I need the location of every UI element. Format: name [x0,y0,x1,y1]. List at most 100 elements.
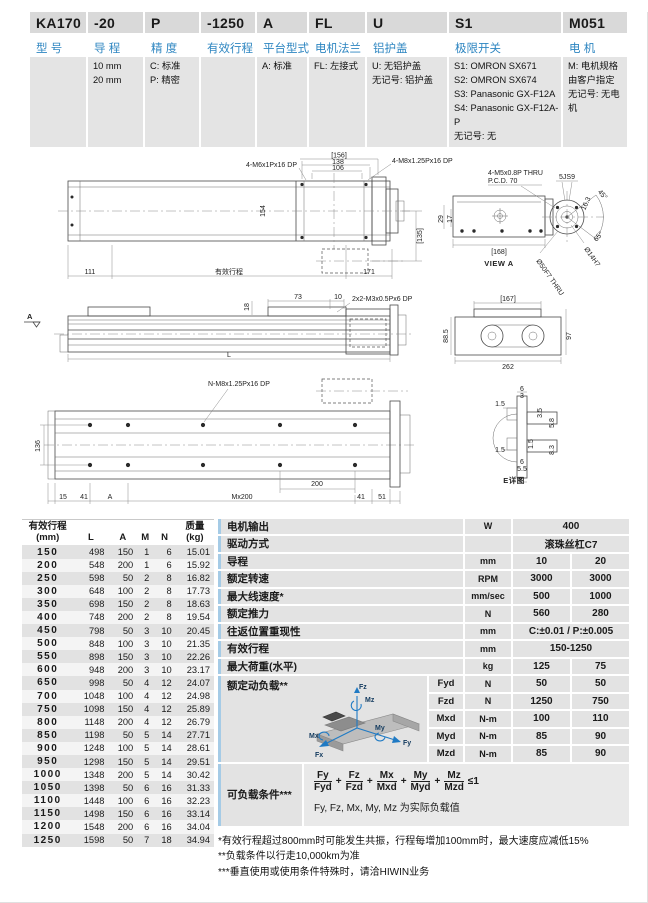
stroke-table-cell: 100 [108,794,138,808]
model-code: -20 [88,12,143,33]
dim-label: [135] [417,228,424,244]
angle-label: 65° [592,230,605,243]
dim-label: 8.3 [549,445,556,455]
spec-value-lead10: 125 [513,658,570,675]
stroke-table-cell: 1 [137,558,154,572]
thread-callout: N-M8x1.25Px16 DP [208,381,270,388]
stroke-table-cell: 32.23 [175,794,214,808]
stroke-table-cell: 16 [153,820,176,834]
model-field-label: 导 程 [94,43,121,55]
angle-label: 45° [596,188,609,201]
spec-value-lead10: 560 [513,606,570,622]
fraction-numerator: Fz [345,770,363,783]
fraction-numerator: My [410,770,431,783]
key-callout: 5JS9 [559,174,575,181]
spec-value-lead20: 3000 [572,571,629,587]
stroke-table-cell: 3 [137,637,154,651]
model-option: P: 精密 [150,74,180,85]
stroke-table-cell: 10 [153,663,176,677]
model-option: FL: 左接式 [314,61,358,71]
detail-caption: E详图 [503,475,525,485]
stroke-table-cell: 50 [108,781,138,795]
footnote-line: **负载条件以行走10,000km为准 [218,851,360,863]
view-a-drawing: 5JS9 4-M5x0.8P THRU P.C.D. 70 29 17 [168… [438,170,609,297]
stroke-table-cell: 34.94 [175,833,214,847]
bore-callout: Ø50F7 THRU [534,258,564,297]
spec-label: 驱动方式 [218,536,463,552]
stroke-table-cell: 18 [153,833,176,847]
stroke-table-cell: 750 [22,702,74,716]
stroke-table-cell: 16 [153,781,176,795]
load-unit: N [465,693,511,710]
model-option: S2: OMRON SX674 [454,74,537,85]
load-value-lead10: 85 [513,728,570,745]
stroke-table-cell: 10 [153,637,176,651]
stroke-table-cell: 10 [153,624,176,638]
model-option: 无记号: 铝护盖 [372,74,433,85]
load-value-lead20: 110 [572,711,629,727]
load-value-lead10: 1250 [513,693,570,710]
spec-value-lead20: 1000 [572,588,629,605]
spec-value: 滚珠丝杠C7 [513,536,629,552]
stroke-table-cell: 150 [108,545,138,559]
stroke-table-cell: 1198 [73,728,109,742]
footnotes: *有效行程超过800mm时可能发生共振，行程每增加100mm时，最大速度应减低1… [218,834,629,881]
stroke-table-cell: 22.26 [175,650,214,664]
spec-row: 驱动方式 滚珠丝杠C7 [218,536,629,552]
spec-label: 导程 [218,553,463,570]
plan-view-drawing: [156] 138 106 4-M6x1Px16 DP 4-M8x1.25Px1… [58,152,453,279]
spec-label: 电机输出 [218,518,463,535]
stroke-table-cell: 5 [137,754,154,769]
axis-label: My [375,725,385,732]
stroke-table-cell: 16 [153,807,176,821]
stroke-table-cell: 50 [108,728,138,742]
stroke-table-cell: 14 [153,754,176,769]
stroke-table-header-cell: M [141,531,150,543]
plus-sign: + [434,776,441,788]
spec-value-lead20: 280 [572,606,629,622]
spec-value: C:±0.01 / P:±0.005 [513,623,629,640]
e-detail-drawing: 6 3 1.5 3.5 5.8 8.3 1.5 1.5 6 5.5 E详图 [492,386,558,485]
stroke-table-cell: 798 [73,624,109,638]
spec-label: 最大荷重(水平) [218,658,463,675]
load-symbol: Mxd [429,711,463,727]
stroke-table-cell: 5 [137,728,154,742]
stroke-table-cell: 998 [73,676,109,690]
axis-label: Mz [365,697,375,704]
dim-label: 6 [520,386,524,393]
dim-label: 41 [357,494,365,501]
model-code: P [145,12,199,33]
plus-sign: + [400,776,407,788]
model-code: A [257,12,307,33]
stroke-table-cell: 24.07 [175,676,214,690]
load-symbol: Mzd [429,746,463,762]
spec-unit: RPM [465,571,511,587]
pcd-callout: P.C.D. 70 [488,178,518,185]
load-unit: N [465,676,511,692]
stroke-table-cell: 1000 [22,768,74,782]
stroke-table-cell: 300 [22,584,74,598]
spec-unit: kg [465,658,511,675]
dim-label: 106 [332,165,344,172]
engineering-drawings: [156] 138 106 4-M6x1Px16 DP 4-M8x1.25Px1… [24,152,609,504]
model-options: M: 电机规格由客户指定无记号: 无电机 [563,57,627,147]
dim-label: 15 [59,494,67,501]
model-option: C: 标准 [150,61,181,71]
